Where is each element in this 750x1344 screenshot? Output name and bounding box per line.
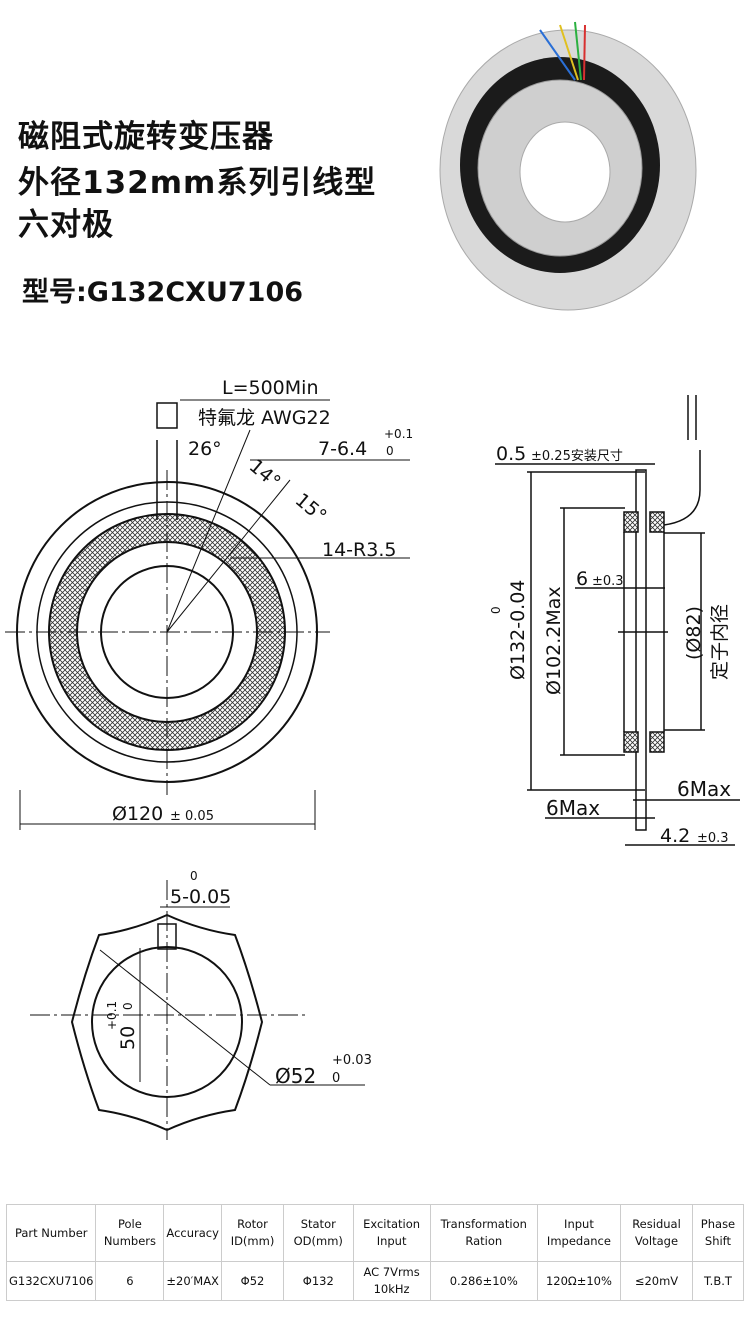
height-label: 50	[117, 1026, 139, 1050]
side-view-drawing	[495, 395, 740, 846]
mount-label: 0.5	[496, 443, 526, 465]
holes-label: 7-6.4	[318, 438, 367, 460]
key-label: 5-0.05	[170, 886, 231, 908]
title-line-2: 外径132mm系列引线型	[18, 165, 377, 201]
table-cell: 120Ω±10%	[536, 1261, 622, 1301]
header-cell: Rotor ID(mm)	[220, 1204, 285, 1262]
product-photo	[439, 21, 697, 311]
title-line-1: 磁阻式旋转变压器	[18, 119, 274, 155]
bore-tol-upper: +0.03	[332, 1053, 372, 1068]
rotor-view-drawing	[30, 880, 365, 1140]
stator-id-label: (Ø82)	[683, 606, 705, 660]
thickness-label: 6	[576, 568, 588, 590]
od-tol-upper: 0	[489, 606, 503, 614]
header-cell: Accuracy	[163, 1204, 222, 1262]
thickness-tol: ±0.3	[592, 574, 624, 589]
angle-14-label: 14°	[245, 455, 285, 494]
table-cell: ≤20mV	[620, 1261, 693, 1301]
table-cell: ±20′MAX	[163, 1261, 222, 1301]
key-tol-upper: 0	[190, 869, 198, 883]
model-number: 型号:G132CXU7106	[22, 277, 304, 308]
height-tol-lower: 0	[121, 1002, 135, 1010]
header-cell: Excitation Input	[352, 1204, 431, 1262]
height-tol-upper: +0.1	[105, 1001, 119, 1030]
diameter-label: Ø120	[112, 803, 163, 825]
spec-table: Part Number Pole Numbers Accuracy Rotor …	[5, 1204, 745, 1301]
header-cell: Input Impedance	[536, 1204, 622, 1262]
mount-tol: ±0.25安装尺寸	[531, 449, 623, 464]
stator-id-caption: 定子内径	[709, 604, 731, 680]
header-cell: Stator OD(mm)	[283, 1204, 354, 1262]
max-6-right-label: 6Max	[677, 777, 731, 801]
title-line-3: 六对极	[18, 207, 114, 243]
table-cell: AC 7Vrms 10kHz	[352, 1261, 431, 1301]
table-row: G132CXU7106 6 ±20′MAX Φ52 Φ132 AC 7Vrms …	[5, 1261, 745, 1301]
width-tol: ±0.3	[697, 831, 729, 846]
bore-tol-lower: 0	[332, 1071, 340, 1086]
table-cell: Φ52	[220, 1261, 285, 1301]
header-cell: Residual Voltage	[620, 1204, 693, 1262]
holes-tol-upper: +0.1	[384, 427, 413, 441]
drawings: L=500Min 特氟龙 AWG22 26° 14° 15° 7-6.4 +0.…	[5, 21, 740, 1140]
radius-label: 14-R3.5	[322, 539, 396, 561]
max-6-left-label: 6Max	[546, 796, 600, 820]
table-cell: 0.286±10%	[429, 1261, 538, 1301]
od-label: Ø132-0.04	[507, 580, 529, 680]
table-cell: G132CXU7106	[5, 1261, 97, 1301]
width-label: 4.2	[660, 825, 690, 847]
front-view-drawing	[5, 399, 410, 830]
header-cell: Pole Numbers	[95, 1204, 165, 1262]
header-cell: Part Number	[5, 1204, 97, 1262]
header-cell: Transformation Ration	[429, 1204, 538, 1262]
angle-26-label: 26°	[188, 438, 222, 460]
max-dia-label: Ø102.2Max	[543, 586, 565, 695]
diameter-tol: ± 0.05	[170, 809, 214, 824]
wire-spec-label: 特氟龙 AWG22	[198, 407, 331, 429]
bore-label: Ø52	[275, 1064, 316, 1088]
table-cell: 6	[95, 1261, 165, 1301]
table-header-row: Part Number Pole Numbers Accuracy Rotor …	[5, 1204, 745, 1262]
lead-length-label: L=500Min	[222, 377, 318, 399]
angle-15-label: 15°	[291, 489, 331, 528]
table-cell: T.B.T	[691, 1261, 745, 1301]
holes-tol-lower: 0	[386, 444, 394, 458]
table-cell: Φ132	[283, 1261, 354, 1301]
header-cell: Phase Shift	[691, 1204, 745, 1262]
